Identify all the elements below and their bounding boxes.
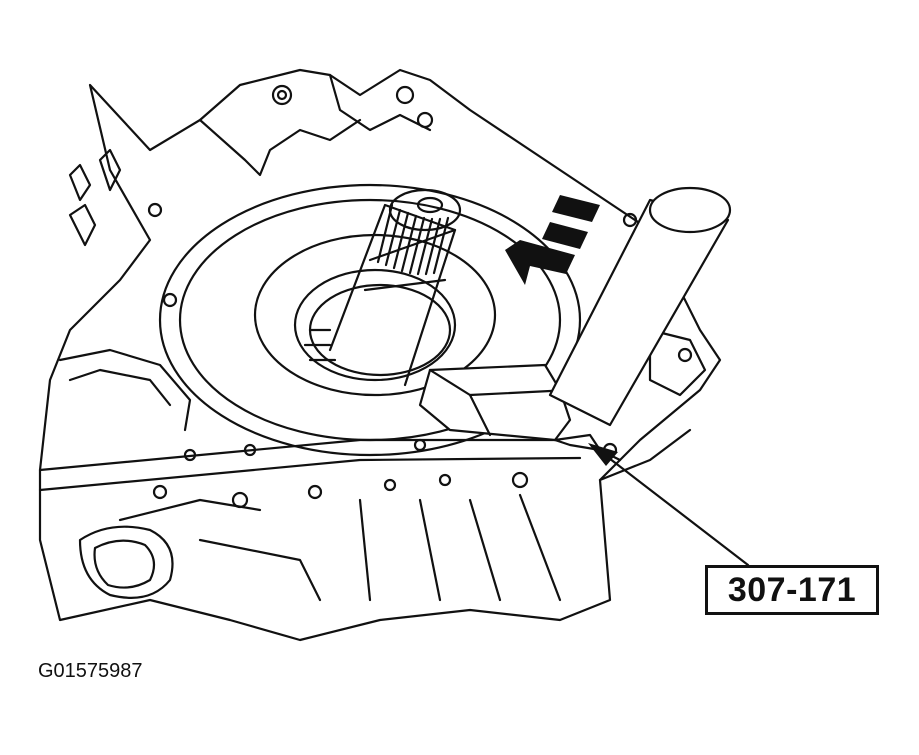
direction-arrow-icon [505, 195, 600, 285]
callout-leader [588, 443, 750, 567]
input-shaft [328, 188, 462, 387]
transmission-case [38, 68, 722, 642]
tool-callout-label: 307-171 [705, 565, 879, 615]
seal-installer-tool [418, 186, 732, 452]
oil-pump-seal-bore [158, 183, 582, 457]
figure-id: G01575987 [38, 660, 143, 682]
